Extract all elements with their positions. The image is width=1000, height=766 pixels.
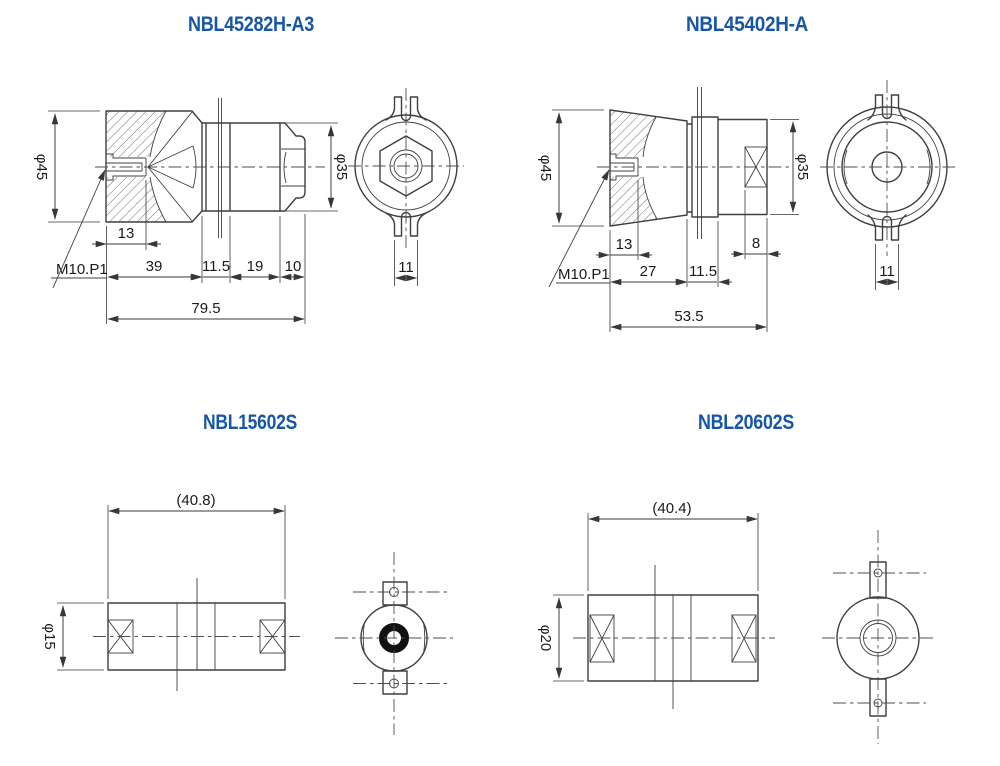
mount-tab-top [382,581,408,606]
terminal-tab-top [867,94,907,121]
ext-lines-dia [57,602,104,671]
drawing-title: NBL45282H-A3 [188,13,314,36]
dimensions: (40.8) φ15 [41,492,286,671]
side-view [93,578,300,691]
dim-label-27: 27 [640,263,657,280]
electrode-plates [176,578,216,691]
dim-label-tab: 11 [879,263,895,280]
horn-outline [105,110,203,223]
dim-label-53.5: 53.5 [674,308,703,325]
hatch-boundary-top [149,110,167,158]
hex-nut [279,122,306,212]
ext-lines-total [587,513,759,591]
mount-tab-bottom [382,670,408,695]
ext-lines-dia35 [770,119,799,215]
dimensions: φ45 13 M10.P1 39 11.5 19 10 79.5 [33,110,350,324]
ext-lines-dia45 [48,110,100,223]
ext-lines-chain [609,180,768,332]
electrode-lead [218,98,222,238]
ext-lines-dia [553,594,584,682]
dim-label-11.5: 11.5 [202,258,230,275]
drawing-title: NBL15602S [203,411,297,434]
dim-label-dia45: φ45 [33,154,50,180]
dim-label-dia35: φ35 [333,154,350,180]
dim-label-39: 39 [146,258,163,275]
dim-label-total: (40.4) [652,500,691,517]
terminal-tab-bottom [385,211,427,237]
ext-lines-dia45 [552,109,604,227]
dim-label-13: 13 [616,236,633,253]
side-view [95,98,325,238]
side-view [573,565,775,709]
front-view [822,530,936,744]
dim-label-19: 19 [247,258,264,275]
horn-outline [609,109,693,227]
thread-leader [52,169,106,289]
electrode-plates [654,565,692,709]
dim-label-total: (40.8) [176,492,215,509]
front-view: 11 [348,88,464,286]
ext-lines-tab [394,240,418,286]
hatch-region-top [610,110,656,157]
thread-profile [610,153,639,181]
ext-lines-chain [106,180,306,324]
dim-label-11.5: 11.5 [689,263,717,280]
drawing-title: NBL20602S [698,411,794,434]
drawing-nbl20602s: NBL20602S (40.4) φ20 [537,411,936,744]
dimensions: (40.4) φ20 [537,500,759,682]
drawing-nbl15602s: NBL15602S (40.8) φ15 [41,411,453,735]
front-view [335,552,453,735]
dim-label-10: 10 [285,258,302,275]
terminal-tab-top [385,96,427,122]
dimensions: φ45 13 M10.P1 27 11.5 8 [537,109,811,332]
dim-label-79.5: 79.5 [191,300,220,317]
dim-label-dia: φ20 [537,625,554,651]
dim-label-dia35: φ35 [794,154,811,180]
ext-lines-tab [875,244,899,290]
thread-leader [548,169,610,288]
hatch-boundary [642,116,658,220]
side-view [597,87,790,239]
dim-label-thread: M10.P1 [558,266,610,283]
x-box-symbol-left [589,614,615,663]
dim-label-8: 8 [752,235,760,252]
drawing-nbl45402h-a: NBL45402H-A [537,13,955,332]
terminal-tab-bottom [867,214,907,241]
electrode-section [691,116,719,218]
dim-label-13: 13 [118,225,135,242]
drawing-title: NBL45402H-A [686,13,808,36]
hatch-region-top [106,111,166,157]
ext-lines-total [107,505,286,599]
hatch-region-bottom [106,177,166,222]
electrode-lead [697,87,702,239]
dim-label-dia: φ15 [41,623,58,649]
dim-label-thread: M10.P1 [56,261,108,278]
x-box-symbol-right [731,614,757,663]
dim-label-dia45: φ45 [537,155,554,181]
front-view: 11 [820,80,955,290]
hatch-boundary-bottom [149,176,167,223]
drawing-nbl45282h-a3: NBL45282H-A3 [33,13,464,324]
hatch-region-bottom [610,177,657,226]
ext-lines-dia35 [283,122,338,212]
dim-label-tab: 11 [398,259,414,276]
